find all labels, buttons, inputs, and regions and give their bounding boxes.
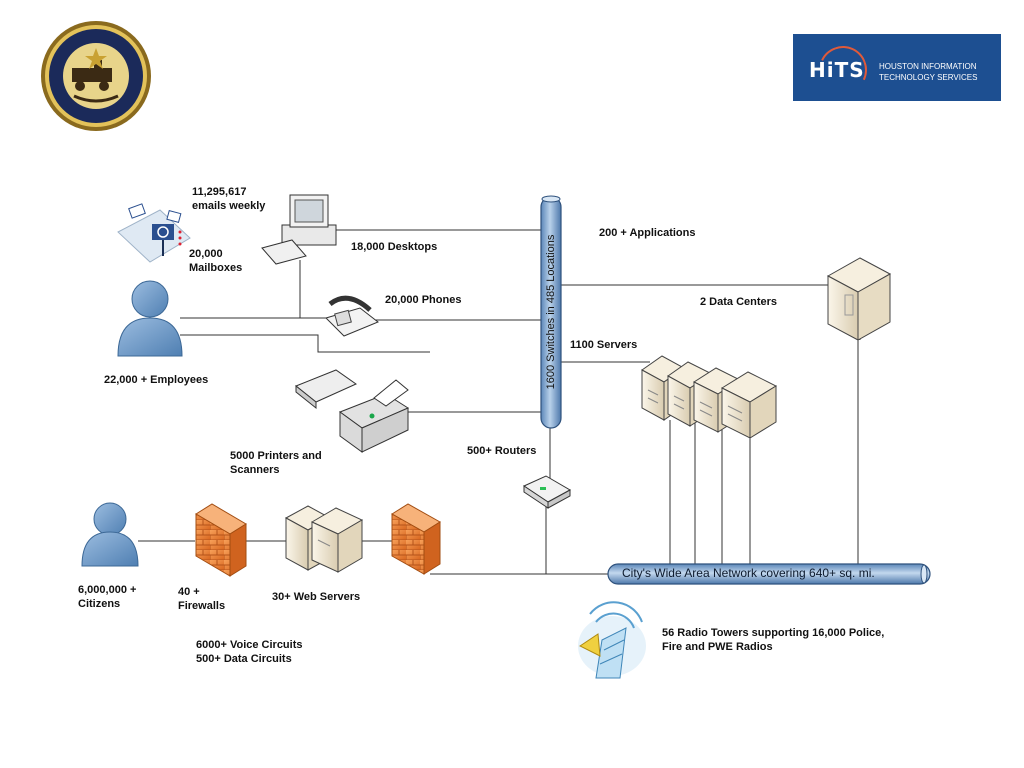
hits-wordmark: HiTS	[809, 58, 865, 82]
emails-caption: emails weekly	[192, 200, 266, 212]
hits-tagline: HOUSTON INFORMATION TECHNOLOGY SERVICES	[879, 61, 977, 83]
server-rack-group	[641, 355, 778, 439]
data-centers-label: 2 Data Centers	[700, 296, 778, 308]
desktops-label: 18,000 Desktops	[351, 241, 438, 253]
printers-count: 5000 Printers and	[230, 450, 322, 462]
emails-label: 11,295,617 emails weekly	[192, 185, 265, 213]
hits-name-line2: TECHNOLOGY SERVICES	[879, 73, 978, 82]
employees-label: 22,000 + Employees	[104, 374, 209, 386]
circuits-label: 6000+ Voice Circuits 500+ Data Circuits	[196, 638, 303, 666]
firewalls-count: 40 +	[178, 586, 200, 598]
voice-circuits: 6000+ Voice Circuits	[196, 639, 303, 651]
printers-label: 5000 Printers and Scanners	[230, 449, 322, 477]
firewall-icon	[195, 503, 247, 577]
firewalls-label: 40 + Firewalls	[178, 585, 225, 613]
data-center-server-icon	[826, 257, 892, 341]
employee-printer-link	[180, 334, 430, 353]
server-icon	[310, 507, 364, 573]
wan-label: City's Wide Area Network covering 640+ s…	[622, 566, 875, 580]
connection-lines	[138, 229, 861, 575]
mailboxes-caption: Mailboxes	[189, 262, 243, 274]
phones-label: 20,000 Phones	[385, 294, 462, 306]
printer-icon	[338, 379, 410, 453]
mailboxes-label: 20,000 Mailboxes	[189, 247, 242, 275]
phone-icon	[325, 295, 379, 337]
scanner-icon	[295, 369, 358, 410]
hits-logo: HiTS HOUSTON INFORMATION TECHNOLOGY SERV…	[793, 34, 1001, 101]
citizens-caption: Citizens	[78, 598, 121, 610]
firewall-icon	[391, 503, 441, 575]
city-seal-logo	[41, 21, 151, 131]
hits-name-line1: HOUSTON INFORMATION	[879, 62, 977, 71]
desktop-computer-icon	[261, 194, 337, 265]
router-icon	[522, 475, 572, 509]
switch-backbone	[540, 195, 562, 429]
email-icon	[117, 203, 191, 263]
radio-tower-icon	[578, 601, 646, 679]
radio-towers-label: 56 Radio Towers supporting 16,000 Police…	[662, 626, 884, 654]
servers-label: 1100 Servers	[570, 339, 638, 351]
server-icon	[720, 371, 778, 439]
data-circuits: 500+ Data Circuits	[196, 653, 292, 665]
radio-towers-line2: Fire and PWE Radios	[662, 641, 773, 653]
web-servers-label: 30+ Web Servers	[272, 591, 361, 603]
radio-towers-line1: 56 Radio Towers supporting 16,000 Police…	[662, 627, 885, 639]
web-server-group	[284, 505, 364, 573]
firewalls-caption: Firewalls	[178, 600, 226, 612]
wan-pipe	[607, 563, 931, 585]
citizens-count: 6,000,000 +	[78, 584, 137, 596]
employee-person-icon	[117, 280, 183, 357]
switches-label: 1600 Switches in 485 Locations	[545, 234, 557, 390]
citizens-label: 6,000,000 + Citizens	[78, 583, 136, 611]
routers-label: 500+ Routers	[467, 445, 537, 457]
applications-label: 200 + Applications	[599, 227, 696, 239]
mailboxes-count: 20,000	[189, 248, 223, 260]
citizen-person-icon	[81, 502, 139, 567]
printers-caption: Scanners	[230, 464, 280, 476]
emails-count: 11,295,617	[192, 186, 247, 198]
